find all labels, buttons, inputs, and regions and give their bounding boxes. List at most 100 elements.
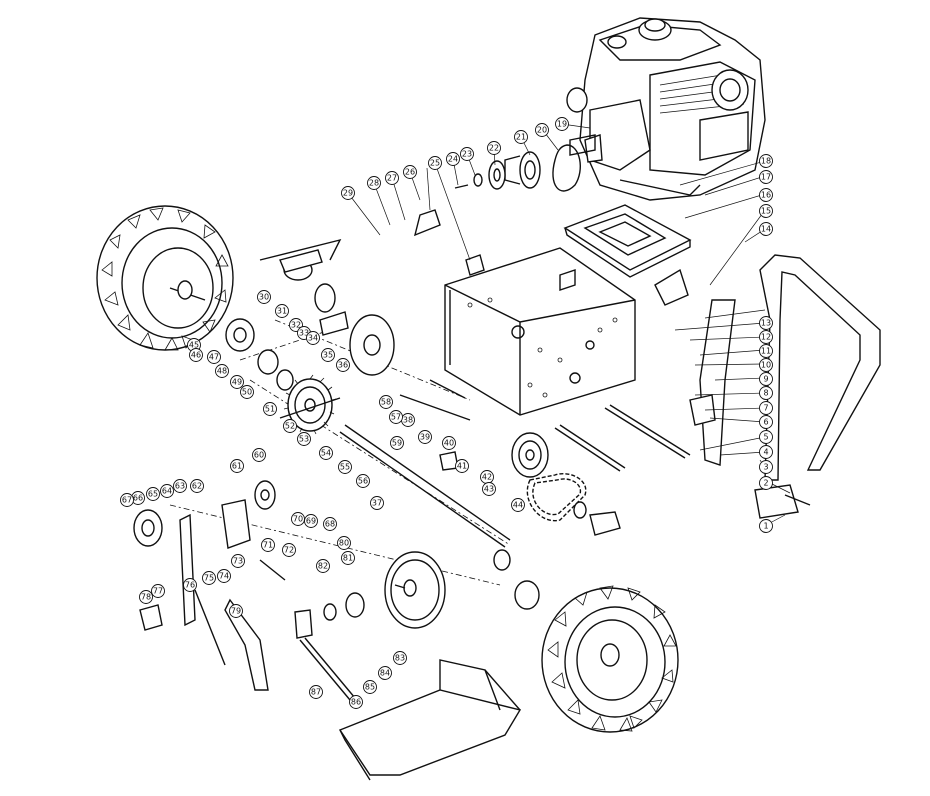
callout-number: 32 <box>291 321 301 330</box>
part-callout-54: 54 <box>319 446 333 460</box>
part-callout-64: 64 <box>160 484 174 498</box>
callout-circle <box>759 476 773 490</box>
callout-number: 86 <box>351 698 361 707</box>
part-callout-84: 84 <box>378 666 392 680</box>
part-callout-63: 63 <box>173 479 187 493</box>
callout-number: 76 <box>185 581 195 590</box>
callout-circle <box>151 584 165 598</box>
part-callout-35: 35 <box>321 348 335 362</box>
callout-number: 16 <box>761 191 771 200</box>
callout-circle <box>323 517 337 531</box>
part-callout-16: 16 <box>759 188 773 202</box>
callout-number: 56 <box>358 477 368 486</box>
part-callout-15: 15 <box>759 204 773 218</box>
callout-circle <box>759 519 773 533</box>
callout-number: 30 <box>259 293 269 302</box>
callout-circle <box>282 543 296 557</box>
callout-circle <box>202 571 216 585</box>
part-callout-52: 52 <box>283 419 297 433</box>
callout-circle <box>173 479 187 493</box>
callout-number: 5 <box>763 433 768 442</box>
callout-number: 69 <box>306 517 316 526</box>
part-callout-57: 57 <box>389 410 403 424</box>
handle <box>699 254 881 519</box>
part-callout-46: 46 <box>189 348 203 362</box>
part-callout-41: 41 <box>455 459 469 473</box>
callout-circle <box>759 344 773 358</box>
part-callout-25: 25 <box>428 156 442 170</box>
callout-circle <box>511 498 525 512</box>
callout-number: 37 <box>372 499 382 508</box>
callout-circle <box>261 538 275 552</box>
part-callout-43: 43 <box>482 482 496 496</box>
callout-number: 73 <box>233 557 243 566</box>
callout-circle <box>207 350 221 364</box>
callout-number: 64 <box>162 487 172 496</box>
callout-number: 46 <box>191 351 201 360</box>
callout-circle <box>189 348 203 362</box>
callout-circle <box>217 569 231 583</box>
callout-number: 83 <box>395 654 405 663</box>
part-callout-71: 71 <box>261 538 275 552</box>
part-callout-7: 7 <box>759 401 773 415</box>
callout-circle <box>316 559 330 573</box>
part-callout-42: 42 <box>480 470 494 484</box>
part-callout-28: 28 <box>367 176 381 190</box>
part-callout-60: 60 <box>252 448 266 462</box>
callout-number: 8 <box>763 389 768 398</box>
part-callout-48: 48 <box>215 364 229 378</box>
callout-circle <box>378 666 392 680</box>
callout-circle <box>297 432 311 446</box>
friction-disc <box>349 314 395 376</box>
callout-number: 80 <box>339 539 349 548</box>
part-callout-51: 51 <box>263 402 277 416</box>
callout-circle <box>442 436 456 450</box>
callout-circle <box>338 460 352 474</box>
callout-number: 39 <box>420 433 430 442</box>
callout-circle <box>403 165 417 179</box>
callout-circle <box>306 331 320 345</box>
callout-circle <box>257 290 271 304</box>
callout-number: 10 <box>761 361 771 370</box>
callout-number: 57 <box>391 413 401 422</box>
callout-circle <box>759 154 773 168</box>
callout-circle <box>487 141 501 155</box>
part-callout-4: 4 <box>759 445 773 459</box>
part-callout-23: 23 <box>460 147 474 161</box>
part-callout-40: 40 <box>442 436 456 450</box>
part-callout-59: 59 <box>390 436 404 450</box>
drive-plate <box>384 551 446 629</box>
part-callout-58: 58 <box>379 395 393 409</box>
part-callout-65: 65 <box>146 487 160 501</box>
part-callout-87: 87 <box>309 685 323 699</box>
callout-circle <box>379 395 393 409</box>
part-callout-69: 69 <box>304 514 318 528</box>
callout-number: 38 <box>403 416 413 425</box>
part-callout-68: 68 <box>323 517 337 531</box>
part-callout-10: 10 <box>759 358 773 372</box>
callout-circle <box>759 415 773 429</box>
callout-number: 36 <box>338 361 348 370</box>
part-callout-26: 26 <box>403 165 417 179</box>
part-callout-44: 44 <box>511 498 525 512</box>
engine-pulleys <box>454 151 541 190</box>
callout-number: 75 <box>204 574 214 583</box>
part-callout-1: 1 <box>759 519 773 533</box>
callout-circle <box>363 680 377 694</box>
callout-circle <box>759 170 773 184</box>
callout-circle <box>428 156 442 170</box>
callout-circle <box>356 474 370 488</box>
callout-number: 31 <box>277 307 287 316</box>
callout-number: 53 <box>299 435 309 444</box>
callout-number: 12 <box>761 333 771 342</box>
callout-circle <box>341 186 355 200</box>
part-callout-62: 62 <box>190 479 204 493</box>
part-callout-13: 13 <box>759 316 773 330</box>
callout-number: 61 <box>232 462 242 471</box>
callout-circle <box>482 482 496 496</box>
part-callout-6: 6 <box>759 415 773 429</box>
part-callout-77: 77 <box>151 584 165 598</box>
part-callout-34: 34 <box>306 331 320 345</box>
